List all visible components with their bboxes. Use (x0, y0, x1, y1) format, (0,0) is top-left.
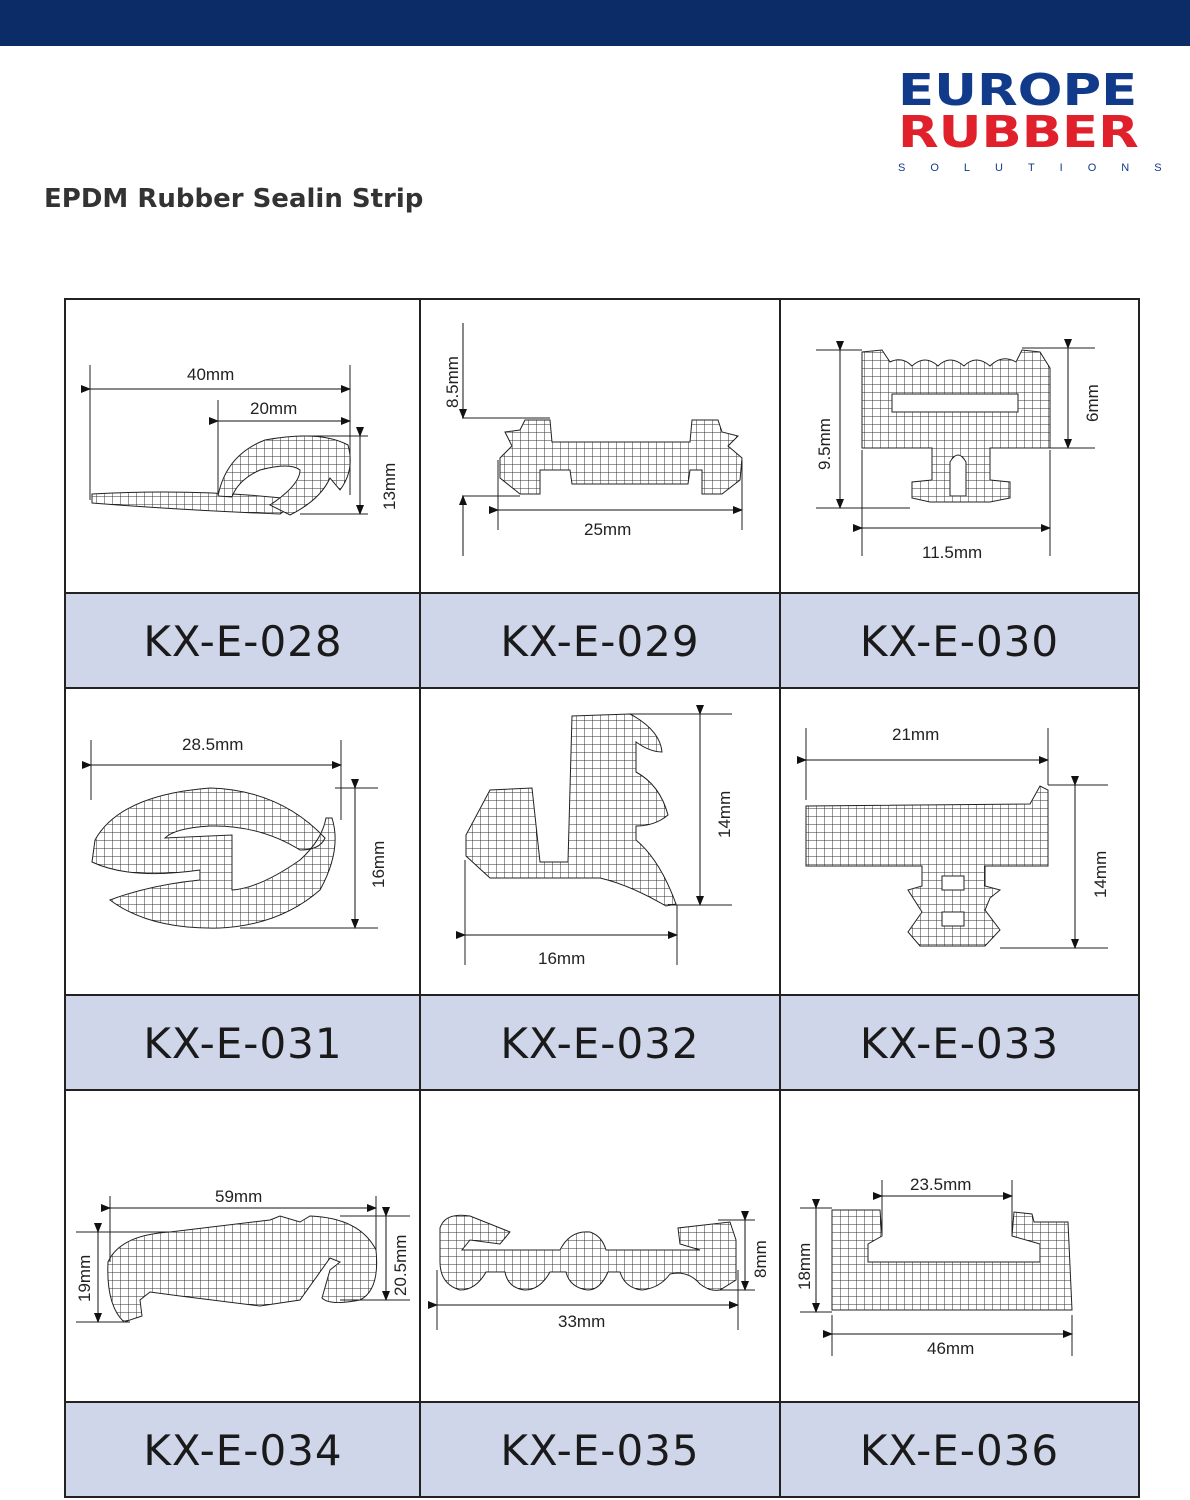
dim-label: 16mm (538, 949, 585, 968)
logo-line-solutions: SOLUTIONS (898, 162, 1187, 174)
dim-label: 8mm (751, 1240, 770, 1278)
header-bar (0, 0, 1190, 46)
profile-drawing-031 (82, 740, 378, 929)
logo-line-rubber: RUBBER (898, 107, 1139, 158)
dim-label: 59mm (215, 1187, 262, 1206)
dim-label: 28.5mm (182, 735, 243, 754)
dim-label: 14mm (1091, 851, 1110, 898)
product-code-label: KX-E-036 (781, 1404, 1138, 1496)
product-code-label: KX-E-033 (781, 997, 1138, 1089)
dim-label: 16mm (369, 841, 388, 888)
dim-label: 18mm (795, 1243, 814, 1290)
dim-label: 9.5mm (815, 418, 834, 470)
product-code-label: KX-E-030 (781, 595, 1138, 687)
dim-label: 14mm (715, 791, 734, 838)
dim-label: 20.5mm (391, 1235, 410, 1296)
dim-label: 25mm (584, 520, 631, 539)
dim-label: 8.5mm (443, 356, 462, 408)
dim-label: 21mm (892, 725, 939, 744)
product-code-label: KX-E-029 (421, 595, 779, 687)
profile-drawing-029 (459, 323, 743, 556)
product-code-label: KX-E-035 (421, 1404, 779, 1496)
profile-drawing-028 (81, 365, 368, 516)
logo-line-europe: EUROPE (898, 65, 1138, 116)
profile-drawing-033 (797, 728, 1108, 949)
profile-drawing-030 (816, 339, 1095, 556)
dim-label: 20mm (250, 399, 297, 418)
profile-drawing-036 (800, 1180, 1073, 1356)
dim-label: 19mm (75, 1255, 94, 1302)
profile-drawing-035 (428, 1211, 755, 1330)
product-code-label: KX-E-031 (67, 997, 419, 1089)
dim-label: 11.5mm (922, 543, 982, 562)
dim-label: 40mm (187, 365, 234, 384)
profile-drawing-034 (76, 1196, 410, 1323)
product-code-label: KX-E-028 (67, 595, 419, 687)
profile-drawing-032 (456, 705, 732, 965)
dim-label: 46mm (927, 1339, 974, 1358)
dim-label: 33mm (558, 1312, 605, 1331)
product-code-label: KX-E-034 (67, 1404, 419, 1496)
dim-label: 13mm (380, 463, 399, 510)
dim-label: 23.5mm (910, 1175, 971, 1194)
page-title: EPDM Rubber Sealin Strip (44, 184, 424, 214)
product-code-label: KX-E-032 (421, 997, 779, 1089)
dim-label: 6mm (1083, 384, 1102, 422)
brand-logo: EUROPE RUBBER SOLUTIONS (898, 69, 1187, 180)
